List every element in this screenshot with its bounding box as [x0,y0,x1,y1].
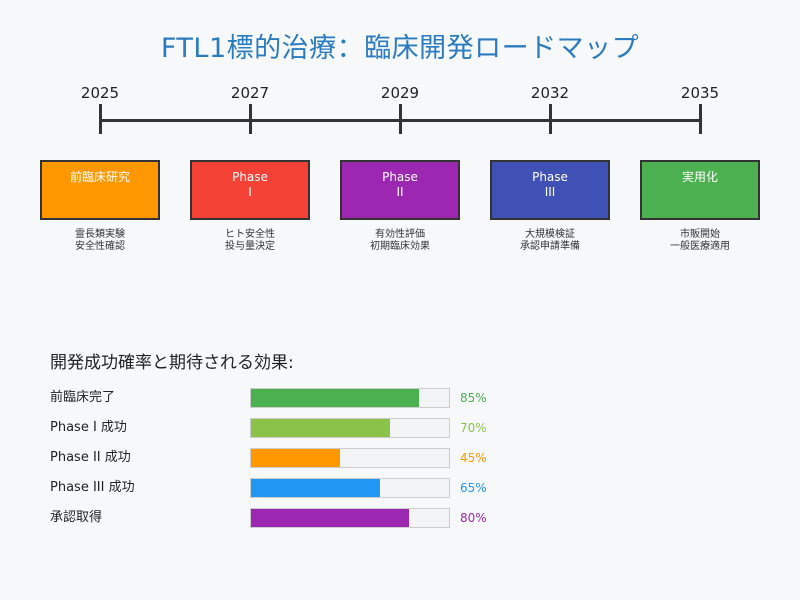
phase-label: Phase [382,170,418,184]
success-rate-bar-track [250,508,450,528]
phase-description-line: 一般医療適用 [670,241,730,252]
phase-box-phase-3: Phase III [490,160,610,220]
phase-description: 大規模検証 承認申請準備 [480,229,620,253]
success-rate-bar-fill [251,509,410,527]
phase-label: Phase [532,170,568,184]
timeline-tick [248,104,252,134]
phase-label-numeral: III [544,185,556,199]
phase-box-phase-1: Phase I [190,160,310,220]
success-rate-row: Phase III 成功 65% [50,478,550,498]
phase-box-preclinical: 前臨床研究 [40,160,160,220]
phase-label-numeral: II [396,185,404,199]
phase-label-numeral: I [248,185,252,199]
page-title: FTL1標的治療：臨床開発ロードマップ [160,33,640,64]
success-rate-label: Phase II 成功 [50,450,131,465]
phase-box-practical-use: 実用化 [640,160,760,220]
phase-description: 市販開始 一般医療適用 [630,229,770,253]
success-rate-bar-track [250,418,450,438]
phase-description-line: 有効性評価 [375,229,425,240]
success-rate-row: 承認取得 80% [50,508,550,528]
success-rate-label: Phase I 成功 [50,420,127,435]
year-label: 2032 [530,84,570,102]
phase-description: 霊長類実験 安全性確認 [30,229,170,253]
success-rate-bar-track [250,448,450,468]
phase-description-line: 安全性確認 [75,241,125,252]
phase-description-line: 投与量決定 [225,241,275,252]
success-rate-value: 70% [460,421,487,435]
phase-description-line: 大規模検証 [525,229,575,240]
success-rate-value: 45% [460,451,487,465]
success-rate-row: Phase I 成功 70% [50,418,550,438]
timeline-tick [698,104,702,134]
success-rate-label: Phase III 成功 [50,480,135,495]
year-label: 2029 [380,84,420,102]
success-rate-bar-fill [251,479,380,497]
year-label: 2035 [680,84,720,102]
success-rate-bar-fill [251,389,420,407]
phase-description: ヒト安全性 投与量決定 [180,229,320,253]
phase-description-line: 市販開始 [680,229,720,240]
success-rate-bar-track [250,478,450,498]
phase-description-line: 初期臨床効果 [370,241,430,252]
success-rate-bar-track [250,388,450,408]
success-rate-row: 前臨床完了 85% [50,388,550,408]
success-rate-row: Phase II 成功 45% [50,448,550,468]
success-rate-value: 65% [460,481,487,495]
success-rate-bar-fill [251,419,390,437]
success-rate-value: 85% [460,391,487,405]
phase-label: 実用化 [681,170,718,184]
success-rate-label: 前臨床完了 [50,390,116,405]
timeline-tick [548,104,552,134]
phase-description: 有効性評価 初期臨床効果 [330,229,470,253]
timeline-tick [98,104,102,134]
year-label: 2025 [80,84,120,102]
phase-label: 前臨床研究 [69,170,130,184]
success-rate-bar-fill [251,449,341,467]
phase-description-line: 霊長類実験 [75,229,125,240]
success-rate-value: 80% [460,511,487,525]
phase-description-line: ヒト安全性 [225,229,275,240]
timeline-years: 2025 2027 2029 2032 2035 [0,84,800,104]
success-rate-heading: 開発成功確率と期待される効果: [50,353,294,373]
phase-description-line: 承認申請準備 [520,241,580,252]
success-rate-label: 承認取得 [50,510,103,525]
phase-box-phase-2: Phase II [340,160,460,220]
timeline-tick [398,104,402,134]
year-label: 2027 [230,84,270,102]
phase-label: Phase [232,170,268,184]
